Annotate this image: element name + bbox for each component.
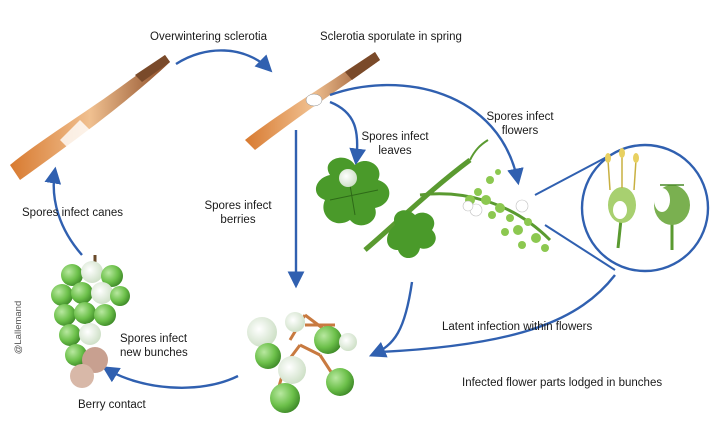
arrow-to-leaves <box>329 100 366 166</box>
watermark: @Lallemand <box>13 300 25 355</box>
label-berry-contact: Berry contact <box>78 399 146 411</box>
label-infect-berries-line1: Spores infect <box>204 200 272 212</box>
label-infect-flowers-line2: flowers <box>501 125 539 137</box>
arrow-latent <box>368 281 414 358</box>
arrow-to-canes <box>44 166 83 256</box>
arrow-flower-detail-to-bunch <box>379 274 616 354</box>
sporulating-cane <box>245 52 380 150</box>
infected-bunch <box>247 312 357 413</box>
flower-right-icon <box>654 184 690 250</box>
leaf-small <box>387 210 436 259</box>
vine-shoot <box>315 139 552 259</box>
leaf-large <box>315 157 390 226</box>
label-infect-berries-line2: berries <box>220 214 256 226</box>
arrow-overwintering-to-spring <box>175 49 273 73</box>
label-infect-leaves: Spores infect leaves <box>355 130 435 158</box>
label-infect-canes: Spores infect canes <box>22 207 124 219</box>
label-latent-infection: Latent infection within flowers <box>442 321 593 333</box>
label-infect-berries: Spores infect berries <box>196 199 280 227</box>
label-infect-new-bunches: Spores infect new bunches <box>120 332 188 360</box>
overwintering-cane <box>10 55 170 180</box>
label-infect-leaves-line2: leaves <box>378 145 412 157</box>
label-infect-flowers-line1: Spores infect <box>486 111 554 123</box>
label-flower-parts-lodged: Infected flower parts lodged in bunches <box>462 377 663 389</box>
label-infect-leaves-line1: Spores infect <box>361 131 429 143</box>
cycle-arrows <box>44 49 616 389</box>
arrow-to-new-bunches <box>102 366 239 389</box>
arrow-to-flowers <box>329 83 524 186</box>
flower-detail <box>534 143 710 273</box>
infected-leaf-patch <box>339 169 357 187</box>
label-infect-flowers: Spores infect flowers <box>478 110 562 138</box>
label-overwintering: Overwintering sclerotia <box>150 31 267 43</box>
label-sporulate: Sclerotia sporulate in spring <box>320 31 462 43</box>
label-infect-new-bunches-line2: new bunches <box>120 347 188 359</box>
label-infect-new-bunches-line1: Spores infect <box>120 333 188 345</box>
flower-clusters <box>462 169 549 252</box>
flower-left-icon <box>605 148 639 249</box>
grape-bunch-large <box>51 255 130 388</box>
